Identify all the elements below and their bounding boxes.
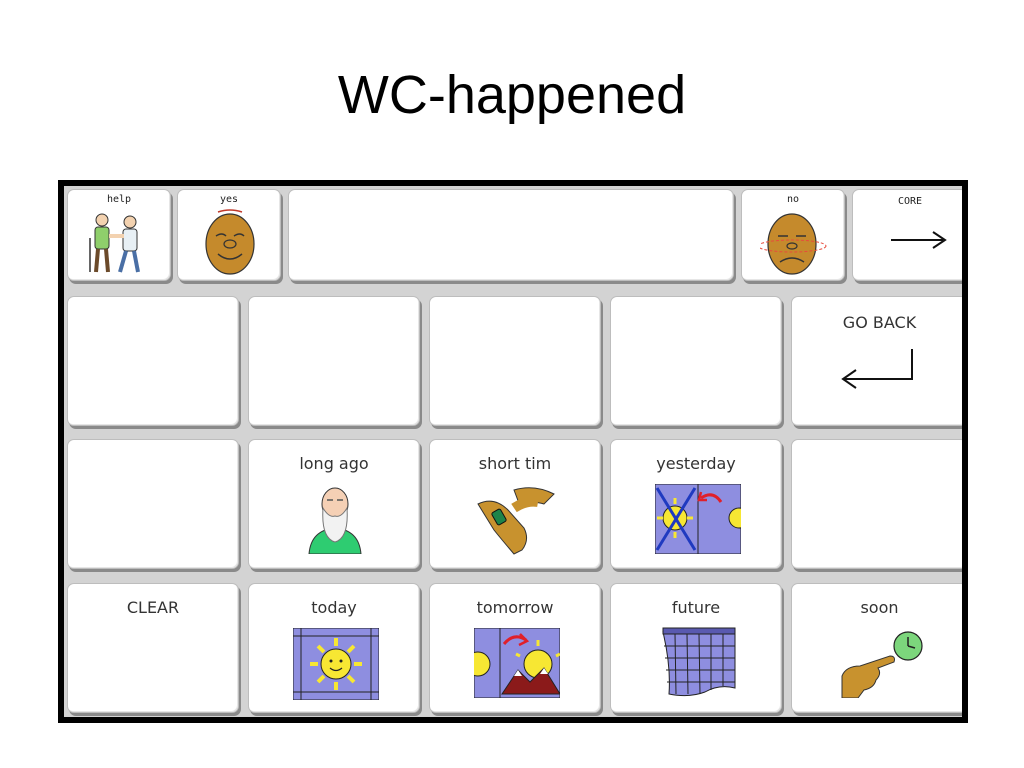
empty-cell-r2-c3[interactable] (429, 296, 601, 426)
long-ago-label: long ago (299, 454, 369, 473)
return-arrow-icon (841, 349, 913, 389)
no-label: no (786, 194, 800, 205)
yesterday-button[interactable]: yesterday (610, 439, 782, 569)
yesterday-label: yesterday (656, 454, 736, 473)
clear-button[interactable]: CLEAR (67, 583, 239, 713)
empty-cell-r3-c1[interactable] (67, 439, 239, 569)
empty-cell-r2-c4[interactable] (610, 296, 782, 426)
clear-label: CLEAR (126, 598, 180, 617)
short-time-button[interactable]: short tim (429, 439, 601, 569)
help-people-icon (89, 213, 140, 273)
right-arrow-icon (891, 231, 947, 249)
empty-cell-r2-c2[interactable] (248, 296, 420, 426)
empty-cell-r2-c1[interactable] (67, 296, 239, 426)
no-shake-face-icon (760, 213, 827, 275)
no-button[interactable]: no (741, 189, 845, 281)
tomorrow-button[interactable]: tomorrow (429, 583, 601, 713)
future-label: future (671, 598, 721, 617)
tomorrow-label: tomorrow (476, 598, 554, 617)
wristwatch-hand-icon (477, 487, 555, 555)
message-bar[interactable] (288, 189, 734, 281)
sun-icon (293, 628, 379, 700)
go-back-button[interactable]: GO BACK (791, 296, 962, 426)
today-label: today (311, 598, 357, 617)
communication-board: help yes (58, 180, 968, 723)
yes-nod-face-icon (205, 209, 255, 275)
core-button[interactable]: CORE (852, 189, 962, 281)
go-back-label: GO BACK (842, 313, 917, 332)
old-man-icon (308, 487, 362, 554)
yes-label: yes (219, 194, 239, 205)
help-label: help (106, 194, 132, 205)
future-button[interactable]: future (610, 583, 782, 713)
soon-label: soon (860, 598, 899, 617)
short-time-label: short tim (478, 454, 552, 473)
long-ago-button[interactable]: long ago (248, 439, 420, 569)
today-button[interactable]: today (248, 583, 420, 713)
empty-cell-r3-c5[interactable] (791, 439, 962, 569)
yes-button[interactable]: yes (177, 189, 281, 281)
crossed-sun-icon (655, 484, 741, 554)
sunrise-mountain-icon (474, 628, 560, 698)
help-button[interactable]: help (67, 189, 171, 281)
board-grid: help yes (64, 186, 962, 717)
core-label: CORE (897, 196, 923, 207)
soon-button[interactable]: soon (791, 583, 962, 713)
slide-title: WC-happened (337, 65, 687, 125)
pointing-clock-icon (841, 631, 923, 698)
calendar-icon (662, 627, 736, 697)
